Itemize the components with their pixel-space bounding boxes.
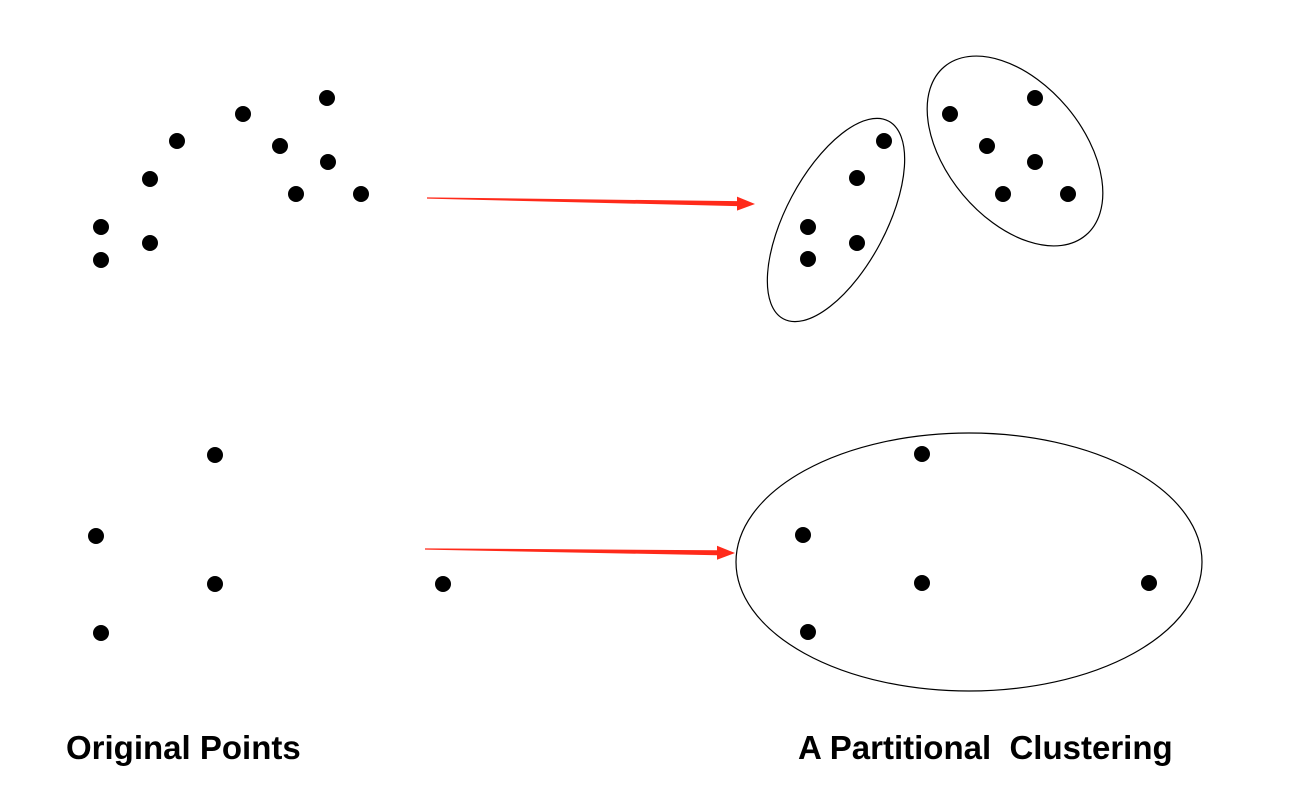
clustered-point (849, 235, 865, 251)
original-point (435, 576, 451, 592)
clustered-point (1027, 154, 1043, 170)
clustered-point (942, 106, 958, 122)
original-point (319, 90, 335, 106)
arrow-shaft (427, 197, 737, 207)
clustered-point (979, 138, 995, 154)
original-point (93, 252, 109, 268)
clustered-point (1027, 90, 1043, 106)
original-point (272, 138, 288, 154)
arrow-head (717, 545, 735, 560)
clustered-points-bottom-group (795, 446, 1157, 640)
original-point (207, 576, 223, 592)
cluster-outline-a (766, 117, 906, 323)
clustered-point (995, 186, 1011, 202)
clustered-point (800, 219, 816, 235)
original-point (207, 447, 223, 463)
original-point (93, 625, 109, 641)
clustered-point (1141, 575, 1157, 591)
cluster-outline-c (735, 432, 1203, 692)
original-point (169, 133, 185, 149)
original-point (288, 186, 304, 202)
cluster-outlines-group (735, 55, 1203, 692)
original-points-top-group (93, 90, 369, 268)
clustered-point (800, 251, 816, 267)
original-points-caption: Original Points (66, 729, 301, 766)
original-point (142, 235, 158, 251)
original-points-bottom-group (88, 447, 451, 641)
clustered-point (876, 133, 892, 149)
clustered-point (795, 527, 811, 543)
clustered-point (800, 624, 816, 640)
cluster-outline-b (926, 55, 1104, 247)
original-point (320, 154, 336, 170)
original-point (93, 219, 109, 235)
arrows-group (425, 196, 755, 560)
clustered-point (914, 575, 930, 591)
clustered-point (914, 446, 930, 462)
arrow-shaft (425, 548, 717, 556)
original-point (142, 171, 158, 187)
clustered-point (849, 170, 865, 186)
clustered-point (1060, 186, 1076, 202)
original-point (235, 106, 251, 122)
original-point (88, 528, 104, 544)
partitional-clustering-caption: A Partitional Clustering (798, 729, 1173, 766)
clustered-points-top-group (800, 90, 1076, 267)
arrow-head (737, 196, 755, 211)
original-point (353, 186, 369, 202)
